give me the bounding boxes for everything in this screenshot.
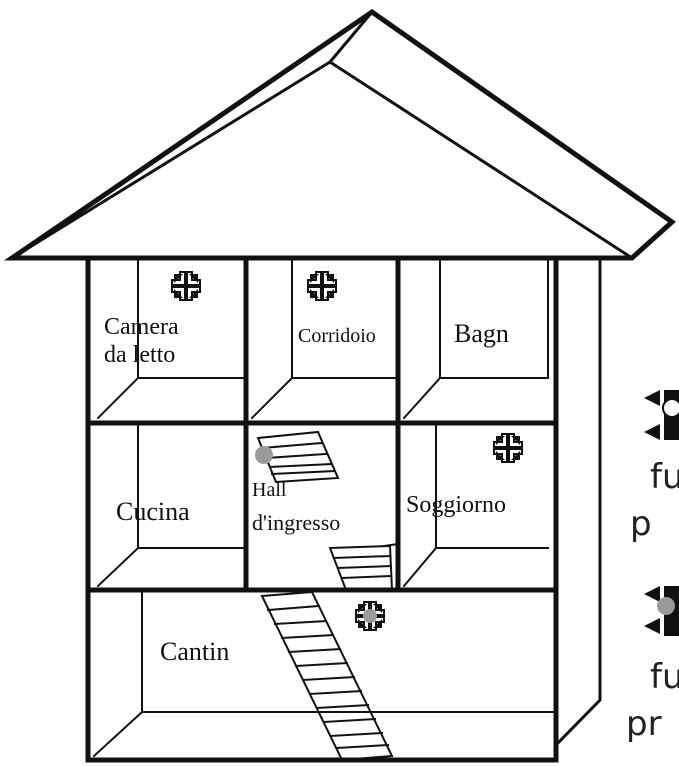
stairs-cellar xyxy=(260,590,394,762)
smoke-detector-icon xyxy=(492,432,524,464)
legend-item1-line1: fu xyxy=(650,457,679,497)
bathroom-label: Bagn xyxy=(454,319,509,348)
smoke-detector-icon xyxy=(170,270,202,302)
smoke-detector-icon xyxy=(306,270,338,302)
heat-detector-icon xyxy=(255,446,273,464)
legend-item1-line2: p xyxy=(630,504,652,544)
corridor-label: Corridoio xyxy=(298,325,376,347)
heat-detector-marker xyxy=(363,609,377,623)
stairs-hall xyxy=(256,430,400,591)
legend-item2-line1: fu xyxy=(650,657,679,697)
house-walls xyxy=(85,255,602,763)
room-perspective xyxy=(92,257,557,758)
legend: fu p fu pr xyxy=(626,390,679,744)
legend-heat-detector-icon xyxy=(644,586,679,636)
legend-smoke-detector-icon xyxy=(644,390,679,440)
hall-label-line2: d'ingresso xyxy=(252,510,340,535)
bedroom-label-line1: Camera xyxy=(104,314,179,340)
hall-label-line1: Hall xyxy=(252,479,287,501)
bedroom-label-line2: da letto xyxy=(104,342,175,368)
legend-item2-line2: pr xyxy=(626,704,662,744)
cellar-label: Cantin xyxy=(160,637,229,666)
kitchen-label: Cucina xyxy=(116,497,190,526)
roof xyxy=(3,8,677,261)
living-label: Soggiorno xyxy=(406,492,506,518)
